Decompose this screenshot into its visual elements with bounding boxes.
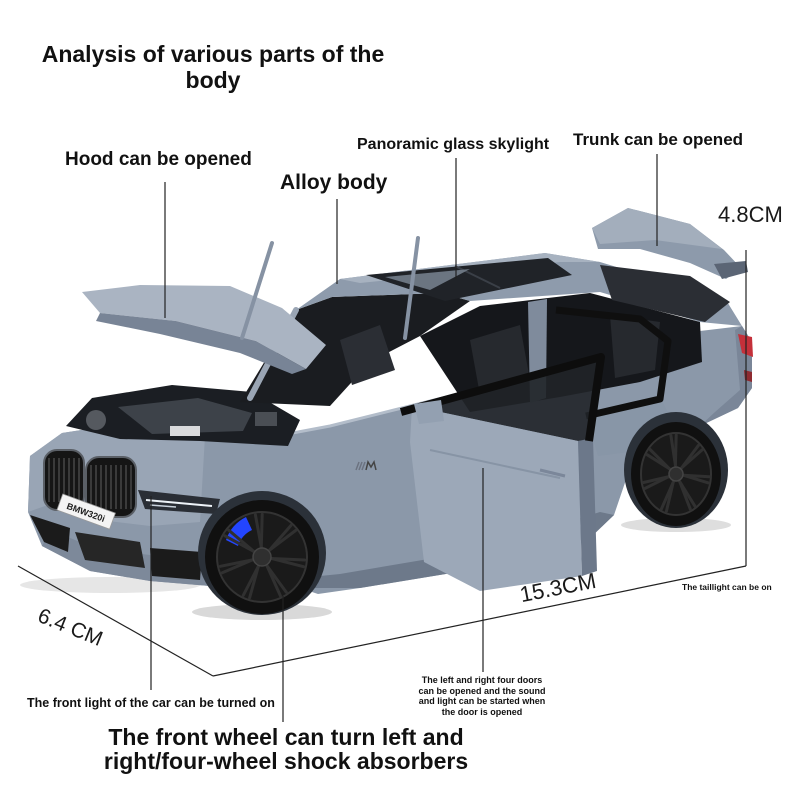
kidney-grille xyxy=(43,449,137,518)
left-air-intake xyxy=(30,515,70,552)
opened-trunk-lid xyxy=(592,208,748,279)
wheel-spoke xyxy=(682,473,710,485)
headlight xyxy=(138,490,220,514)
skylight-callout: Panoramic glass skylight xyxy=(357,136,550,153)
wheel-spoke xyxy=(267,529,298,552)
hood-prop-right xyxy=(403,236,420,340)
front-door-edge xyxy=(578,438,597,576)
rear-wheel-hub xyxy=(668,466,684,482)
badge-m-mark xyxy=(365,460,377,471)
wheel-spoke xyxy=(642,475,671,484)
front-door-trim-line xyxy=(429,449,561,479)
rear-wheel-spokes xyxy=(642,433,711,513)
rear-door-window-frame xyxy=(555,306,672,420)
strut-tower xyxy=(86,410,106,430)
taillight-callout: The taillight can be on xyxy=(682,582,772,592)
front-wheel-callout: The front wheel can turn left and right/… xyxy=(103,724,469,774)
hood-underside xyxy=(96,313,306,374)
battery-box xyxy=(255,412,277,426)
wheel-spoke xyxy=(659,480,675,511)
alloy-body-callout: Alloy body xyxy=(280,171,388,194)
wheel-spoke xyxy=(678,480,692,511)
hood-callout: Hood can be opened xyxy=(65,149,252,170)
doors-callout: The left and right four doors can be ope… xyxy=(418,675,546,717)
front-wheel-spokes xyxy=(218,512,307,600)
panoramic-sunroof xyxy=(366,258,572,301)
wheel-spoke xyxy=(648,448,672,471)
height-dimension-label: 4.8CM xyxy=(718,202,783,227)
plate-background xyxy=(56,493,116,530)
width-dimension-line xyxy=(17,565,214,677)
trunk-opening xyxy=(600,265,730,322)
front-door-window-frame xyxy=(399,353,605,442)
badge-stripe-2 xyxy=(358,461,363,471)
headlight-led-strip xyxy=(145,499,213,507)
wheel-spoke xyxy=(227,528,256,553)
engine-cover xyxy=(118,398,252,434)
headlight-led-lower xyxy=(149,504,177,508)
coolant-reservoir xyxy=(170,426,200,436)
wheel-spoke xyxy=(673,433,678,467)
sunroof-divider xyxy=(454,265,501,289)
infographic-title: Analysis of various parts of the body xyxy=(41,41,385,93)
front-door-panel xyxy=(410,406,582,591)
trunk-callout: Trunk can be opened xyxy=(573,130,744,149)
lower-center-grille xyxy=(75,532,145,568)
hood-panel xyxy=(82,285,326,369)
front-seat xyxy=(340,325,395,385)
wheel-spoke xyxy=(259,512,264,549)
opened-front-door xyxy=(399,353,605,591)
rear-seat xyxy=(610,315,660,378)
wheel-spoke xyxy=(241,564,260,597)
front-door-window xyxy=(404,358,600,441)
wheel-spoke xyxy=(270,557,306,569)
front-wheel-hub xyxy=(252,547,272,567)
rocker-shadow xyxy=(300,512,614,588)
front-door-handle xyxy=(539,468,566,478)
wheel-spoke xyxy=(265,564,282,598)
hood-prop-left xyxy=(240,241,274,340)
wheel-spoke xyxy=(680,448,704,470)
rear-wheel xyxy=(624,412,728,528)
wheel-spoke xyxy=(218,558,254,568)
rear-spoiler xyxy=(714,261,748,279)
length-dimension-line xyxy=(212,565,747,677)
badge-stripe-1 xyxy=(355,461,360,471)
front-light-callout: The front light of the car can be turned… xyxy=(27,696,275,710)
side-m-badge xyxy=(355,460,377,471)
sunroof-glass xyxy=(366,258,572,301)
front-wheel xyxy=(198,491,326,615)
sunroof-reflection xyxy=(385,269,470,290)
badge-stripe-3 xyxy=(361,461,366,471)
side-mirror xyxy=(414,400,444,424)
opened-hood xyxy=(82,236,420,374)
rear-quarter-shade xyxy=(700,326,752,426)
right-air-intake xyxy=(150,548,202,580)
